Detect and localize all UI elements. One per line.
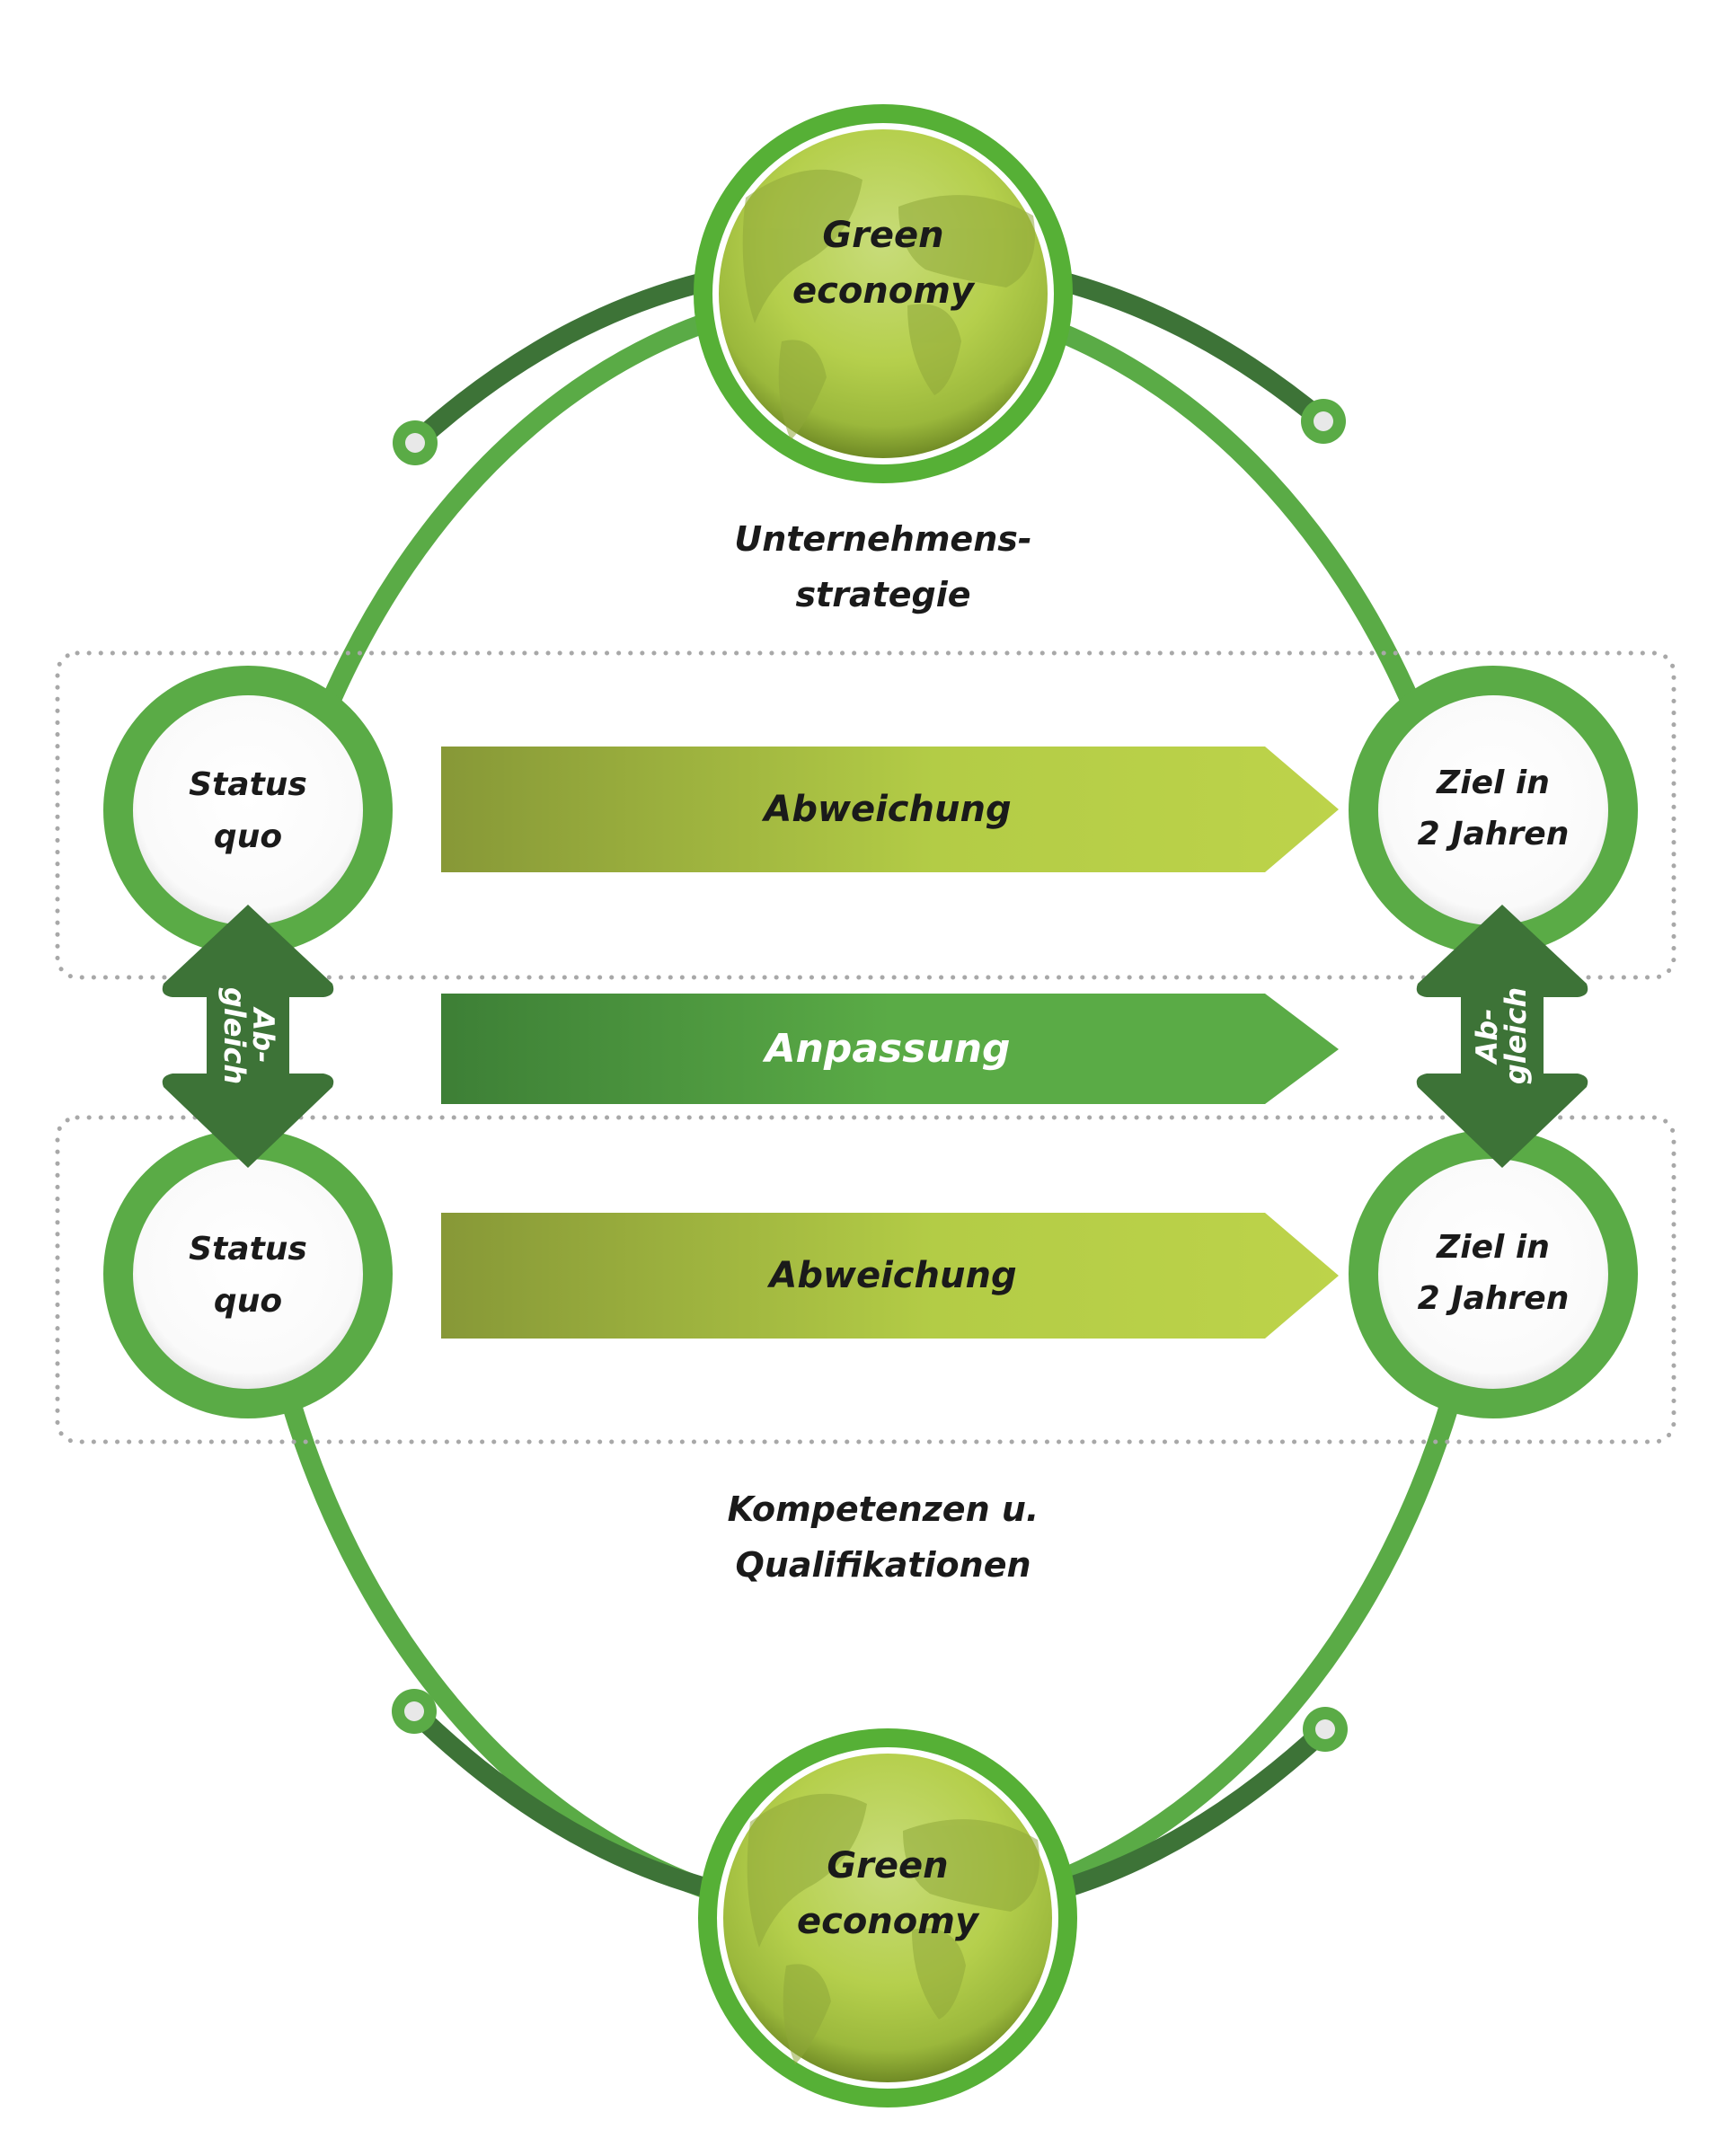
strategy-label-line1: Unternehmens- <box>734 519 1031 559</box>
upper-status-line1: Status <box>189 766 307 803</box>
right-align-arrow: Ab- gleich <box>1416 905 1588 1168</box>
double-arrow-icon <box>162 905 334 1168</box>
ring-segment-top-dark-right <box>1048 269 1331 429</box>
lower-goal-line2: 2 Jahren <box>1418 1280 1570 1317</box>
upper-goal-line1: Ziel in <box>1436 764 1550 801</box>
double-arrow-icon <box>1416 905 1588 1168</box>
ring-node-bottom-right <box>1303 1707 1348 1752</box>
upper-goal-node: Ziel in 2 Jahren <box>1349 666 1638 955</box>
bottom-globe-label-line1: Green <box>827 1845 948 1886</box>
bottom-globe: Green economy <box>698 1728 1077 2107</box>
right-arrow-label-line2: gleich <box>1499 987 1533 1084</box>
lower-group-box <box>55 1115 1676 1445</box>
lower-goal-line1: Ziel in <box>1436 1229 1550 1266</box>
competence-label-line1: Kompetenzen u. <box>728 1489 1039 1529</box>
lower-goal-node: Ziel in 2 Jahren <box>1349 1129 1638 1418</box>
upper-status-quo-node: Status quo <box>103 666 393 955</box>
upper-deviation-banner: Abweichung <box>441 747 1339 872</box>
upper-goal-line2: 2 Jahren <box>1418 816 1570 853</box>
competence-label-line2: Qualifikationen <box>735 1545 1031 1585</box>
top-globe-label-line2: economy <box>792 270 976 312</box>
world-map-icon <box>747 1793 1039 2064</box>
world-map-icon <box>742 169 1035 440</box>
lower-status-line2: quo <box>214 1283 282 1320</box>
ring-node-top-right <box>1301 399 1346 444</box>
lower-deviation-banner: Abweichung <box>441 1213 1339 1339</box>
left-arrow-label-line2: gleich <box>217 987 252 1084</box>
left-align-arrow: Ab- gleich <box>162 905 334 1168</box>
lower-status-quo-node: Status quo <box>103 1129 393 1418</box>
adjustment-banner: Anpassung <box>441 994 1339 1104</box>
bottom-globe-label-line2: economy <box>797 1901 980 1942</box>
lower-deviation-label: Abweichung <box>766 1255 1016 1296</box>
top-globe-label-line1: Green <box>822 215 943 256</box>
top-globe: Green economy <box>694 104 1073 483</box>
right-arrow-label-line1: Ab- <box>1470 1009 1504 1066</box>
ring-segment-bottom-dark <box>407 1704 721 1901</box>
upper-status-line2: quo <box>214 818 282 855</box>
left-arrow-label-line1: Ab- <box>246 1006 280 1064</box>
upper-deviation-label: Abweichung <box>761 789 1011 830</box>
strategy-label-line2: strategie <box>795 575 970 614</box>
ring-segment-bottom-dark-right <box>1052 1721 1332 1901</box>
ring-segment-top-dark <box>408 269 721 451</box>
lower-status-line1: Status <box>189 1231 307 1268</box>
ring-node-bottom-left <box>392 1689 437 1734</box>
adjustment-label: Anpassung <box>762 1026 1010 1072</box>
ring-node-top-left <box>393 420 438 465</box>
upper-group-box <box>55 650 1676 980</box>
